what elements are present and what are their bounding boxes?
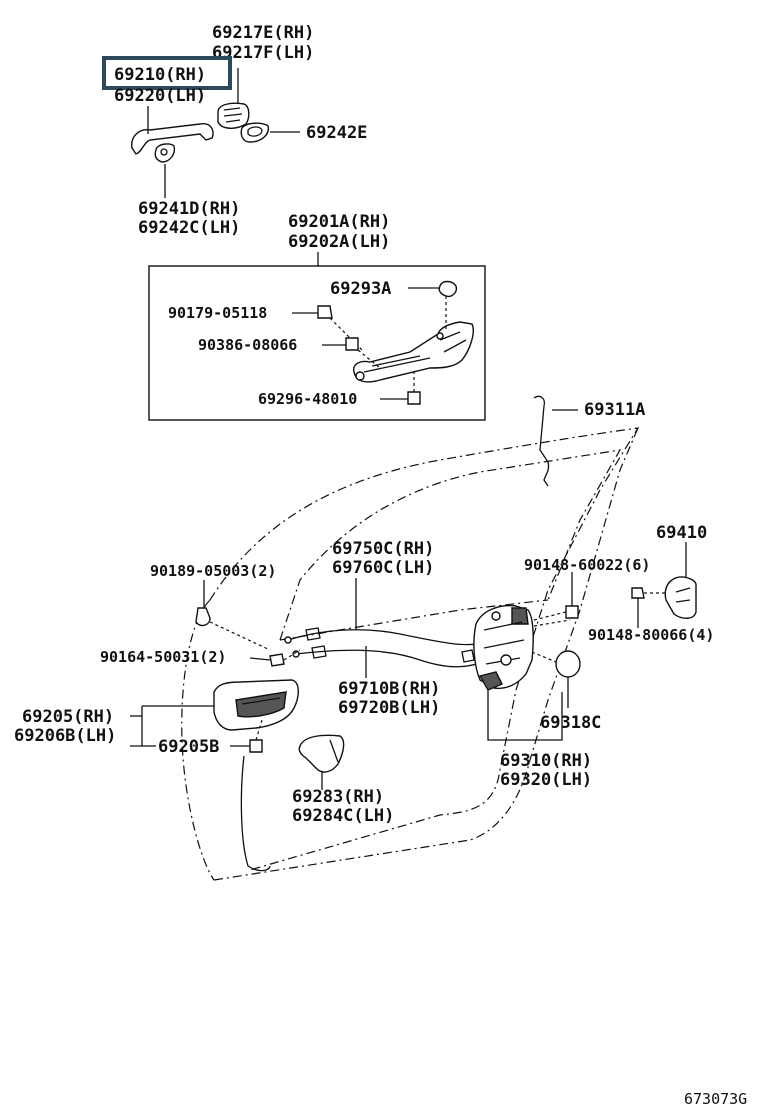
door-lock-group [473, 604, 571, 741]
label-90148-60022: 90148-60022(6) [524, 556, 650, 574]
label-90164: 90164-50031(2) [100, 648, 226, 666]
lock-rod-group [533, 395, 578, 487]
label-69310: 69310(RH) [500, 751, 592, 771]
label-69205b: 69205B [158, 737, 219, 757]
striker-part[interactable] [664, 576, 697, 619]
label-69242e: 69242E [306, 123, 367, 143]
label-69242c: 69242C(LH) [138, 218, 240, 238]
label-69210-highlighted[interactable]: 69210(RH) [114, 65, 206, 85]
outside-handle-part[interactable] [131, 123, 214, 155]
outside-handle-group [131, 68, 300, 198]
label-69205: 69205(RH) [22, 707, 114, 727]
label-69296: 69296-48010 [258, 390, 357, 408]
label-69220: 69220(LH) [114, 86, 206, 106]
handle-cover-cap-part[interactable] [217, 102, 250, 129]
frame-assembly-box [148, 265, 486, 421]
label-69750c: 69750C(RH) [332, 539, 434, 559]
diagram-id: 673073G [684, 1090, 747, 1108]
front-gasket-part[interactable] [154, 143, 176, 163]
label-90148-80066: 90148-80066(4) [588, 626, 714, 644]
label-69241d: 69241D(RH) [138, 199, 240, 219]
label-69293a: 69293A [330, 279, 391, 299]
lock-cable-part[interactable] [287, 629, 493, 646]
pull-handle-group [298, 734, 345, 790]
label-69201a: 69201A(RH) [288, 212, 390, 232]
label-69283: 69283(RH) [292, 787, 384, 807]
cable-group [284, 578, 493, 678]
striker-group [631, 542, 697, 628]
label-69410: 69410 [656, 523, 707, 543]
label-69710b: 69710B(RH) [338, 679, 440, 699]
label-90386: 90386-08066 [198, 336, 297, 354]
highlight-box [102, 56, 232, 90]
label-69760c: 69760C(LH) [332, 558, 434, 578]
clip-90189-group [195, 580, 271, 651]
label-69206b: 69206B(LH) [14, 726, 116, 746]
hole-plug-group [531, 650, 581, 708]
label-90189: 90189-05003(2) [150, 562, 276, 580]
label-69320: 69320(LH) [500, 770, 592, 790]
screw-90164-group [249, 649, 301, 667]
label-69202a: 69202A(LH) [288, 232, 390, 252]
label-69217e: 69217E(RH) [212, 23, 314, 43]
label-69311a: 69311A [584, 400, 645, 420]
label-90179: 90179-05118 [168, 304, 267, 322]
lock-rod-part[interactable] [533, 395, 550, 487]
label-69284c: 69284C(LH) [292, 806, 394, 826]
lock-screw-group [533, 572, 579, 621]
pull-handle-part[interactable] [298, 734, 345, 773]
door-lock-part[interactable] [473, 604, 534, 690]
open-cable-part[interactable] [295, 649, 489, 668]
label-69217f: 69217F(LH) [212, 43, 314, 63]
rear-gasket-part[interactable] [240, 122, 269, 143]
label-69318c: 69318C [540, 713, 601, 733]
hole-plug-part[interactable] [555, 650, 581, 678]
handle-frame-group [292, 280, 474, 405]
inside-handle-group [141, 679, 299, 872]
label-69720b: 69720B(LH) [338, 698, 440, 718]
